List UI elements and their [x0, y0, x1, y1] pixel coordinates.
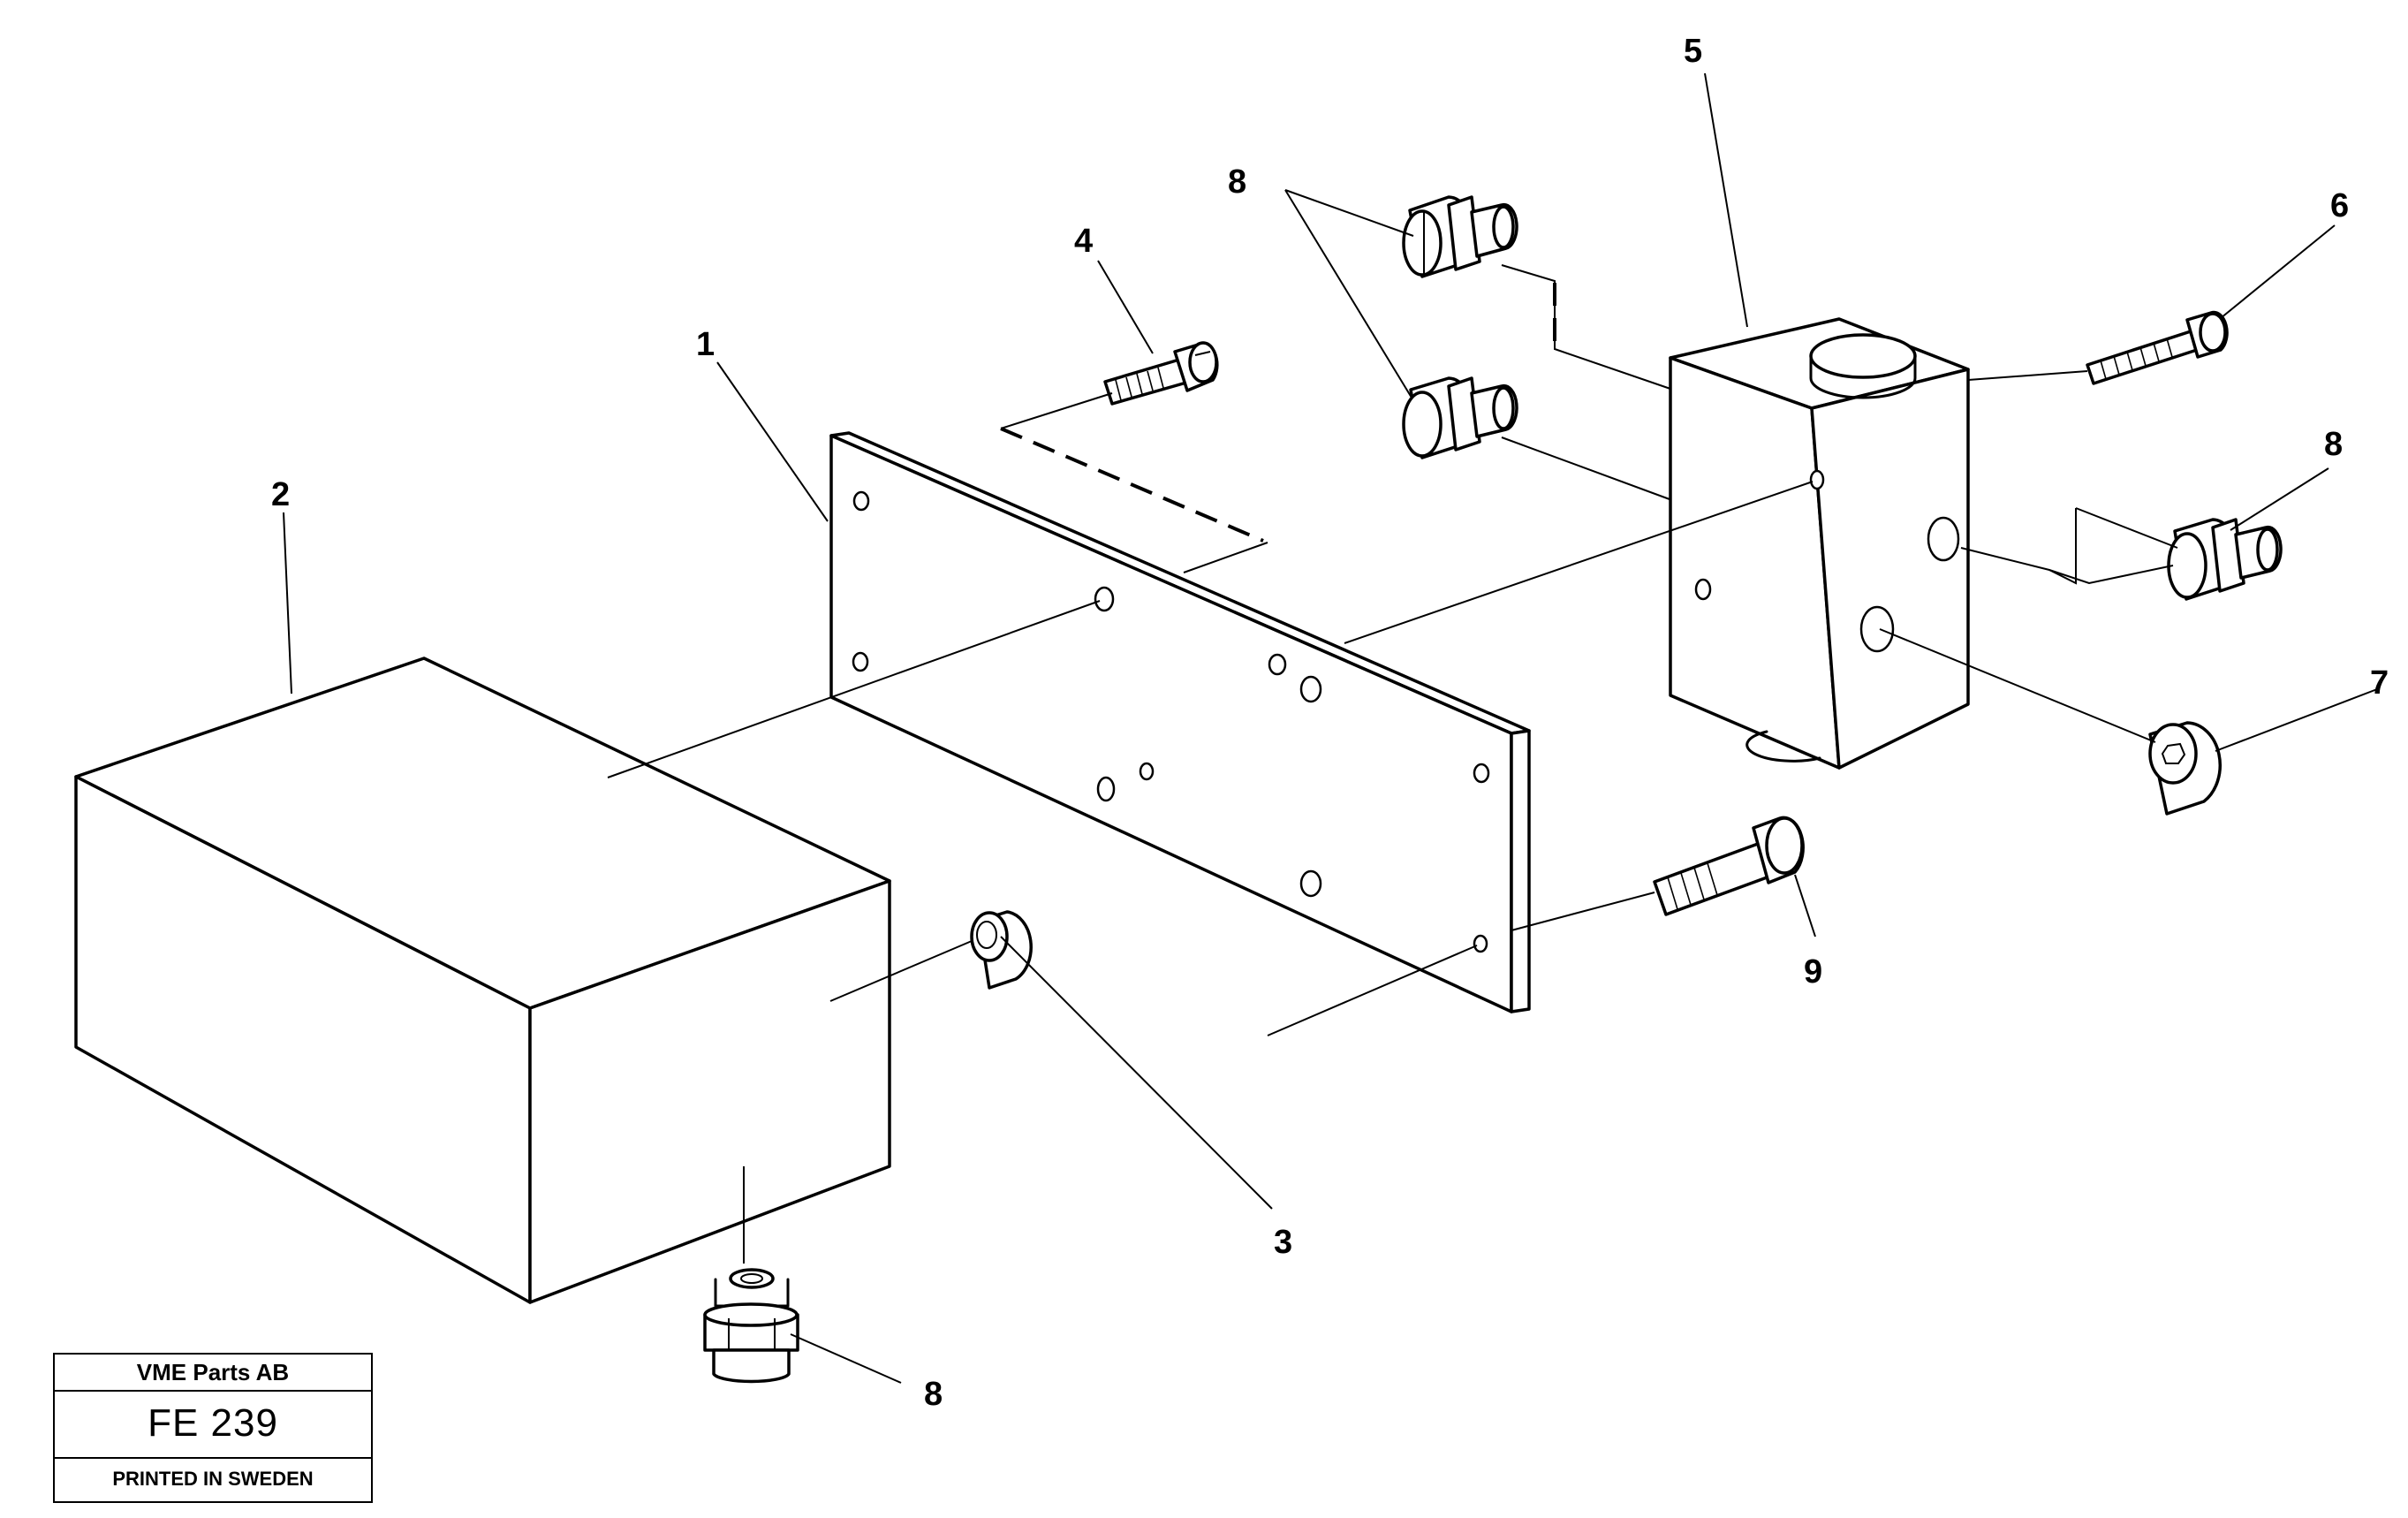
callout-9: 9	[1804, 953, 1822, 990]
title-block-company: VME Parts AB	[55, 1355, 371, 1392]
part-5-valve-block	[1669, 317, 1970, 770]
title-block: VME Parts AB FE 239 PRINTED IN SWEDEN	[53, 1353, 373, 1503]
callout-8-top: 8	[1228, 163, 1246, 201]
part-2-box	[74, 657, 891, 1304]
part-8-union-middle	[1402, 376, 1518, 459]
callout-labels: 1 2 3 4 5 6 7 8 8 8 9	[271, 33, 2389, 1413]
part-7-plug	[2148, 721, 2222, 816]
callout-5: 5	[1684, 33, 1702, 70]
part-8-union-top	[1402, 195, 1518, 278]
part-6-screw	[2086, 310, 2229, 385]
part-3-plug	[970, 910, 1033, 990]
callout-1: 1	[696, 326, 715, 363]
part-4-screw	[1103, 341, 1219, 406]
part-9-bolt	[1653, 816, 1805, 916]
callout-4: 4	[1074, 223, 1093, 260]
callout-2: 2	[271, 476, 290, 513]
title-block-printed-note: PRINTED IN SWEDEN	[112, 1468, 314, 1490]
part-8-union-bottom	[703, 1268, 799, 1384]
assembly-lines	[607, 264, 2178, 1264]
callout-6: 6	[2330, 187, 2349, 224]
part-1-plate	[829, 431, 1531, 1013]
callout-8-bottom: 8	[924, 1376, 943, 1413]
part-8-union-right	[2167, 518, 2283, 601]
callout-8-right: 8	[2324, 426, 2343, 463]
callout-7: 7	[2370, 664, 2389, 702]
callout-3: 3	[1274, 1224, 1292, 1261]
title-block-drawing-code: FE 239	[55, 1390, 371, 1459]
leader-lines	[283, 72, 2378, 1384]
